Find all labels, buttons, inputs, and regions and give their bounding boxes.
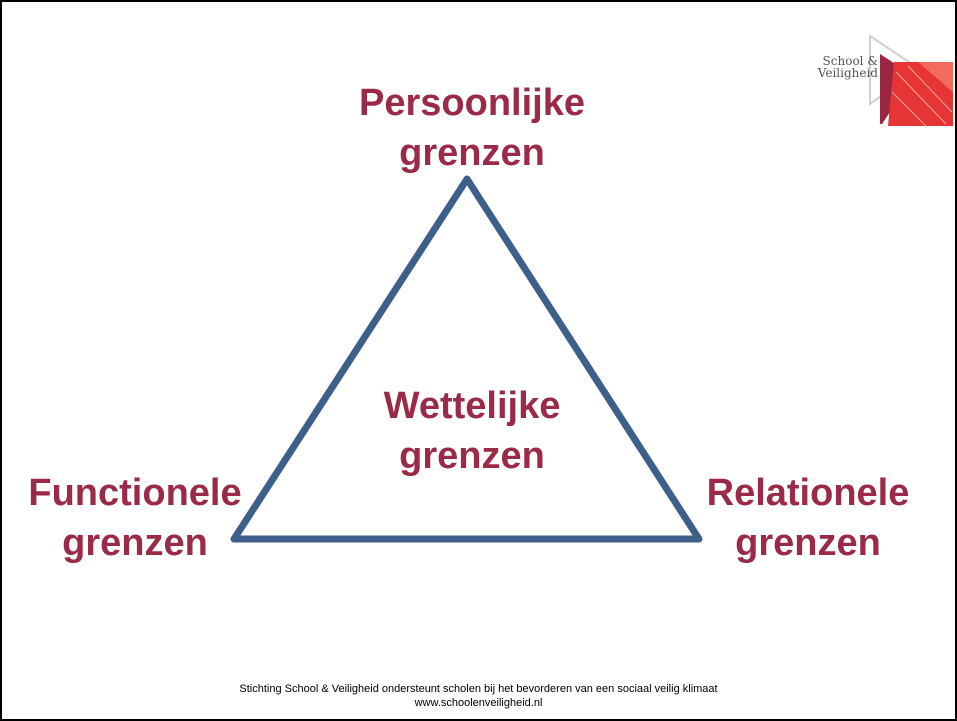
- center-label-line2: grenzen: [399, 435, 545, 477]
- school-en-veiligheid-logo: School & Veiligheid: [808, 32, 953, 127]
- top-label-line1: Persoonlijke: [359, 82, 585, 124]
- functionele-grenzen-label: Functionele grenzen: [20, 468, 250, 568]
- relationele-grenzen-label: Relationele grenzen: [692, 468, 924, 568]
- footer-tagline: Stichting School & Veiligheid ondersteun…: [239, 683, 718, 695]
- logo-line2: Veiligheid: [817, 66, 878, 80]
- footer: Stichting School & Veiligheid ondersteun…: [2, 682, 955, 710]
- logo-graphic: [869, 34, 953, 127]
- right-label-line2: grenzen: [735, 522, 881, 564]
- logo-line1: School &: [822, 54, 878, 68]
- persoonlijke-grenzen-label: Persoonlijke grenzen: [332, 78, 612, 178]
- footer-url: www.schoolenveiligheid.nl: [414, 697, 543, 709]
- top-label-line2: grenzen: [399, 132, 545, 174]
- wettelijke-grenzen-label: Wettelijke grenzen: [332, 381, 612, 481]
- left-label-line1: Functionele: [28, 472, 242, 514]
- left-label-line2: grenzen: [62, 522, 208, 564]
- triangle-shape: [230, 175, 703, 543]
- right-label-line1: Relationele: [706, 472, 910, 514]
- logo-wordmark: School & Veiligheid: [814, 55, 878, 79]
- center-label-line1: Wettelijke: [383, 385, 561, 427]
